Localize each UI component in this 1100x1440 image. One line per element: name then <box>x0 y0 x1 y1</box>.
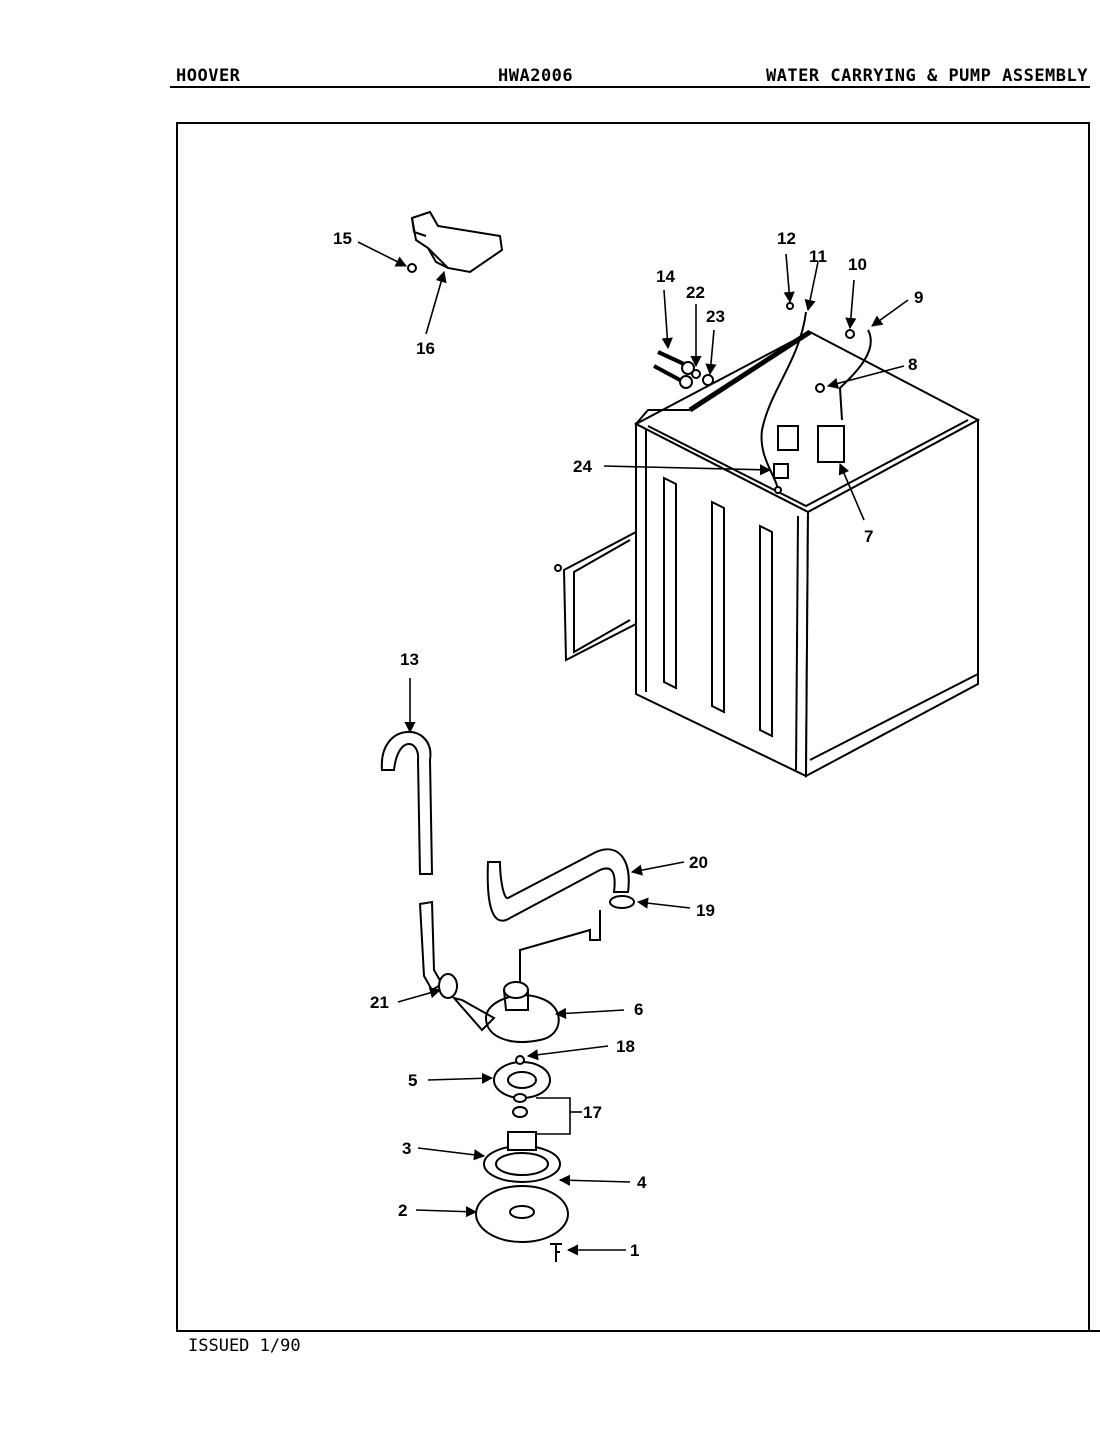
header-brand: HOOVER <box>176 66 241 86</box>
callout-11: 11 <box>809 247 827 266</box>
callout-12: 12 <box>777 229 796 248</box>
washer-part-17a <box>513 1093 527 1103</box>
callout-2: 2 <box>398 1201 407 1220</box>
mount-plate-part-2 <box>475 1185 569 1243</box>
bracket-part-16 <box>410 210 504 274</box>
callout-13: 13 <box>400 650 419 669</box>
hose-screws-parts-14-22-23 <box>653 350 714 389</box>
callout-3: 3 <box>402 1139 411 1158</box>
header-model: HWA2006 <box>498 66 574 86</box>
callout-8: 8 <box>908 355 917 374</box>
impeller-part-5 <box>493 1061 551 1099</box>
issued-date: ISSUED 1/90 <box>188 1336 301 1356</box>
callout-17: 17 <box>583 1103 602 1122</box>
callout-1: 1 <box>630 1241 639 1260</box>
callout-23: 23 <box>706 307 725 326</box>
screw-part-15 <box>407 263 417 273</box>
callout-16: 16 <box>416 339 435 358</box>
header-rule <box>170 86 1090 88</box>
washer-part-17b <box>512 1106 528 1118</box>
rear-panel-frame <box>562 531 637 662</box>
callout-7: 7 <box>864 527 873 546</box>
callout-20: 20 <box>689 853 708 872</box>
pump-housing-part-6 <box>451 981 560 1043</box>
callout-21: 21 <box>370 993 389 1012</box>
cabinet <box>633 302 981 778</box>
callout-5: 5 <box>408 1071 417 1090</box>
callout-4: 4 <box>637 1173 647 1192</box>
callout-15: 15 <box>333 229 352 248</box>
callout-14: 14 <box>656 267 675 286</box>
callout-24: 24 <box>573 457 592 476</box>
callout-19: 19 <box>696 901 715 920</box>
callout-9: 9 <box>914 288 923 307</box>
hose-part-13 <box>380 730 434 875</box>
callout-18: 18 <box>616 1037 635 1056</box>
pump-gasket-part-4 <box>507 1131 537 1151</box>
seal-part-18 <box>515 1055 525 1065</box>
screw-part-1 <box>550 1243 562 1262</box>
diagram-frame-bottom <box>188 1330 1100 1332</box>
callout-10: 10 <box>848 255 867 274</box>
callout-6: 6 <box>634 1000 643 1019</box>
clamp-part-19 <box>609 895 635 909</box>
diagram-frame-right <box>1088 122 1090 1332</box>
hose-part-20 <box>486 848 630 922</box>
header-title: WATER CARRYING & PUMP ASSEMBLY <box>765 66 1088 86</box>
callout-22: 22 <box>686 283 705 302</box>
clamp-part-21 <box>438 973 458 999</box>
water-valve-part-7 <box>817 425 845 463</box>
